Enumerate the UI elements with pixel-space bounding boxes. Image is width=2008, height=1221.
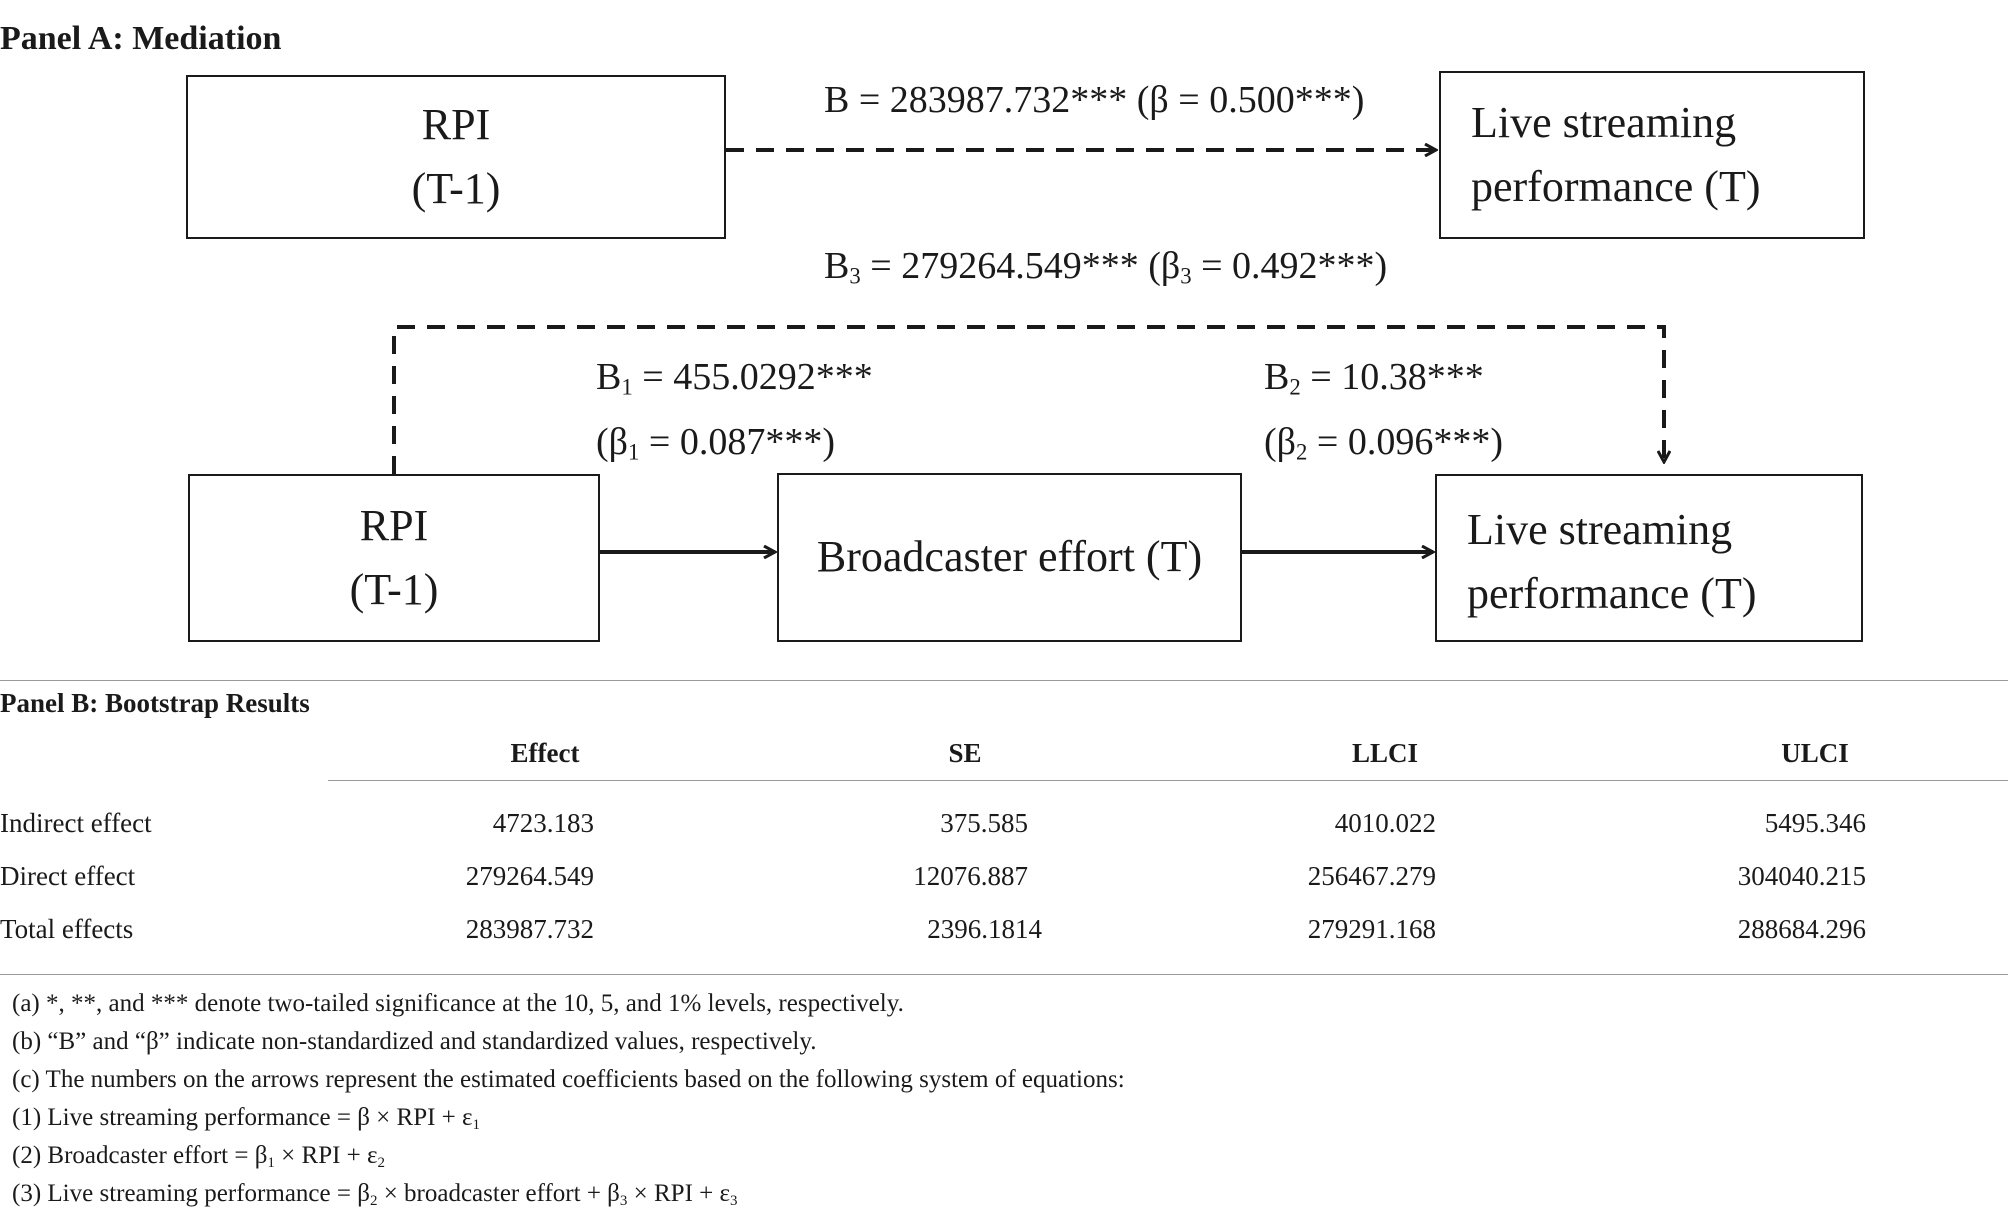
cell-direct-effect: 279264.549 — [465, 861, 594, 891]
equation-3: (3) Live streaming performance = β2 × br… — [12, 1180, 738, 1209]
bottom-performance-line2: performance (T) — [1467, 569, 1757, 618]
note-a: (a) *, **, and *** denote two-tailed sig… — [12, 990, 904, 1017]
cell-indirect-effect: 4723.183 — [492, 808, 594, 838]
top-rpi-line1: RPI — [421, 100, 491, 149]
cell-indirect-se: 375.585 — [940, 808, 1028, 838]
panel-a-title: Panel A: Mediation — [0, 20, 282, 57]
panel-b-title: Panel B: Bootstrap Results — [0, 688, 310, 718]
table-header-rule — [328, 780, 2008, 781]
bottom-performance-box: Live streaming performance (T) — [1435, 474, 1863, 642]
equation-2: (2) Broadcaster effort = β1 × RPI + ε2 — [12, 1142, 386, 1171]
cell-total-llci: 279291.168 — [1307, 914, 1436, 944]
equation-1: (1) Live streaming performance = β × RPI… — [12, 1104, 481, 1133]
top-rpi-box: RPI (T-1) — [186, 75, 726, 239]
direct-effect-path — [392, 325, 1664, 474]
row-label-indirect: Indirect effect — [0, 808, 152, 838]
top-performance-line2: performance (T) — [1471, 162, 1761, 211]
mediator-label: Broadcaster effort (T) — [816, 532, 1203, 581]
mediator-box: Broadcaster effort (T) — [777, 473, 1242, 642]
cell-indirect-ulci: 5495.346 — [1764, 808, 1866, 838]
note-b: (b) “B” and “β” indicate non-standardize… — [12, 1028, 817, 1055]
a-path-beta-coef: (β1 = 0.087***) — [596, 421, 835, 465]
cell-indirect-llci: 4010.022 — [1334, 808, 1436, 838]
col-header-se: SE — [948, 738, 982, 768]
bottom-rpi-line2: (T-1) — [349, 565, 439, 614]
note-c: (c) The numbers on the arrows represent … — [12, 1066, 1125, 1093]
col-header-effect: Effect — [510, 738, 580, 768]
bottom-rpi-line1: RPI — [359, 501, 429, 550]
col-header-ulci: ULCI — [1781, 738, 1849, 768]
top-performance-line1: Live streaming — [1471, 98, 1737, 147]
direct-effect-coef: B3 = 279264.549*** (β3 = 0.492***) — [824, 245, 1388, 289]
bottom-rpi-box: RPI (T-1) — [188, 474, 600, 642]
total-effect-coef: B = 283987.732*** (β = 0.500***) — [824, 79, 1365, 121]
col-header-llci: LLCI — [1351, 738, 1419, 768]
cell-total-effect: 283987.732 — [465, 914, 594, 944]
bottom-performance-line1: Live streaming — [1467, 505, 1733, 554]
row-label-total: Total effects — [0, 914, 134, 944]
top-rpi-line2: (T-1) — [411, 164, 501, 213]
a-path-b-coef: B1 = 455.0292*** — [596, 356, 873, 400]
cell-total-se: 2396.1814 — [927, 914, 1042, 944]
cell-direct-ulci: 304040.215 — [1737, 861, 1866, 891]
b-path-beta-coef: (β2 = 0.096***) — [1264, 421, 1503, 465]
panel-b-top-rule — [0, 680, 2008, 681]
top-performance-box: Live streaming performance (T) — [1439, 71, 1865, 239]
cell-total-ulci: 288684.296 — [1737, 914, 1866, 944]
table-bottom-rule — [0, 974, 2008, 975]
cell-direct-llci: 256467.279 — [1307, 861, 1436, 891]
row-label-direct: Direct effect — [0, 861, 136, 891]
b-path-b-coef: B2 = 10.38*** — [1264, 356, 1484, 400]
cell-direct-se: 12076.887 — [913, 861, 1028, 891]
